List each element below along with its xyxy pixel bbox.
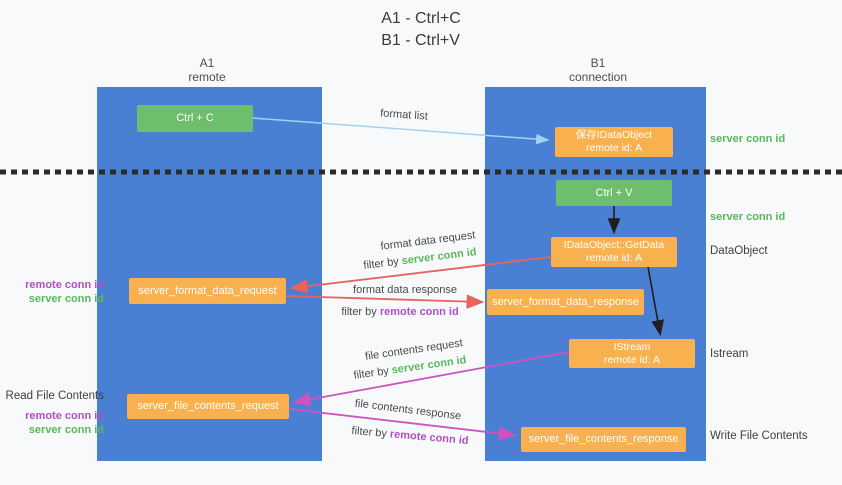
format-data-response-arrow-label: format data response (353, 284, 457, 296)
istream-node: IStream remote id: A (569, 339, 695, 368)
remote-conn-id-annotation-2: remote conn id (25, 410, 104, 422)
filter-by-highlight-2: remote conn id (379, 306, 459, 318)
ctrl-v-label: Ctrl + V (595, 186, 633, 199)
file-contents-response-arrow-label: file contents response (354, 397, 462, 423)
server-conn-id-annotation-2: server conn id (28, 424, 104, 436)
format-request-label: server_format_data_request (138, 284, 277, 297)
read-file-contents-annotation: Read File Contents (5, 390, 104, 402)
filter-by-prefix-3: filter by (352, 364, 393, 382)
save-idataobject-node: 保存IDataObject remote id: A (555, 127, 673, 157)
server-file-contents-request-node: server_file_contents_request (127, 394, 289, 419)
ctrl-v-node: Ctrl + V (556, 180, 672, 206)
filter-by-prefix-4: filter by (351, 424, 391, 441)
lifeline-header-b1: B1 connection (548, 56, 648, 84)
filter-by-highlight-4: remote conn id (389, 428, 469, 448)
filter-by-prefix-1: filter by (362, 255, 403, 272)
idataobject-getdata-node: IDataObject::GetData remote id: A (551, 237, 677, 267)
server-format-data-request-node: server_format_data_request (129, 278, 286, 304)
filter-by-highlight-1: server conn id (401, 246, 478, 268)
server-conn-id-annotation-mid: server conn id (710, 211, 786, 223)
filter-by-prefix-2: filter by (341, 306, 380, 318)
file-response-label: server_file_contents_response (528, 433, 679, 445)
getdata-line1: IDataObject::GetData (563, 239, 665, 251)
filter-by-remote-conn-id-label-1: filter by remote conn id (320, 306, 480, 318)
title-line-copy: A1 - Ctrl+C (381, 10, 461, 27)
conn-id-annotation-group-2: remote conn id server conn id (0, 409, 104, 437)
lifeline-header-a1: A1 remote (157, 56, 257, 84)
ctrl-c-node: Ctrl + C (137, 105, 253, 132)
filter-by-remote-conn-id-label-2: filter by remote conn id (330, 423, 490, 449)
title-line-paste: B1 - Ctrl+V (381, 32, 460, 49)
conn-id-annotation-group-1: remote conn id server conn id (0, 278, 104, 306)
write-file-contents-annotation: Write File Contents (710, 430, 808, 442)
lifeline-a1-role: remote (188, 70, 226, 84)
server-format-data-response-node: server_format_data_response (487, 289, 644, 315)
istream-line1: IStream (613, 340, 651, 353)
format-response-label: server_format_data_response (492, 295, 639, 308)
format-list-arrow-label: format list (379, 107, 429, 123)
getdata-line2: remote id: A (585, 252, 643, 264)
remote-conn-id-annotation-1: remote conn id (25, 279, 104, 291)
diagram-title: A1 - Ctrl+C B1 - Ctrl+V (0, 8, 842, 52)
file-request-label: server_file_contents_request (137, 400, 279, 412)
server-conn-id-annotation-top: server conn id (710, 133, 786, 145)
lifeline-a1-name: A1 (199, 56, 215, 70)
ctrl-c-label: Ctrl + C (176, 112, 214, 124)
server-conn-id-annotation-1: server conn id (28, 293, 104, 305)
dataobject-annotation: DataObject (710, 245, 768, 257)
istream-annotation: Istream (710, 348, 749, 360)
istream-line2: remote id: A (603, 353, 661, 366)
save-idataobject-line2: remote id: A (585, 142, 643, 154)
lifeline-b1-role: connection (568, 70, 628, 84)
lifeline-b1-name: B1 (590, 56, 606, 70)
server-file-contents-response-node: server_file_contents_response (521, 427, 686, 452)
save-idataobject-line1: 保存IDataObject (575, 129, 653, 141)
